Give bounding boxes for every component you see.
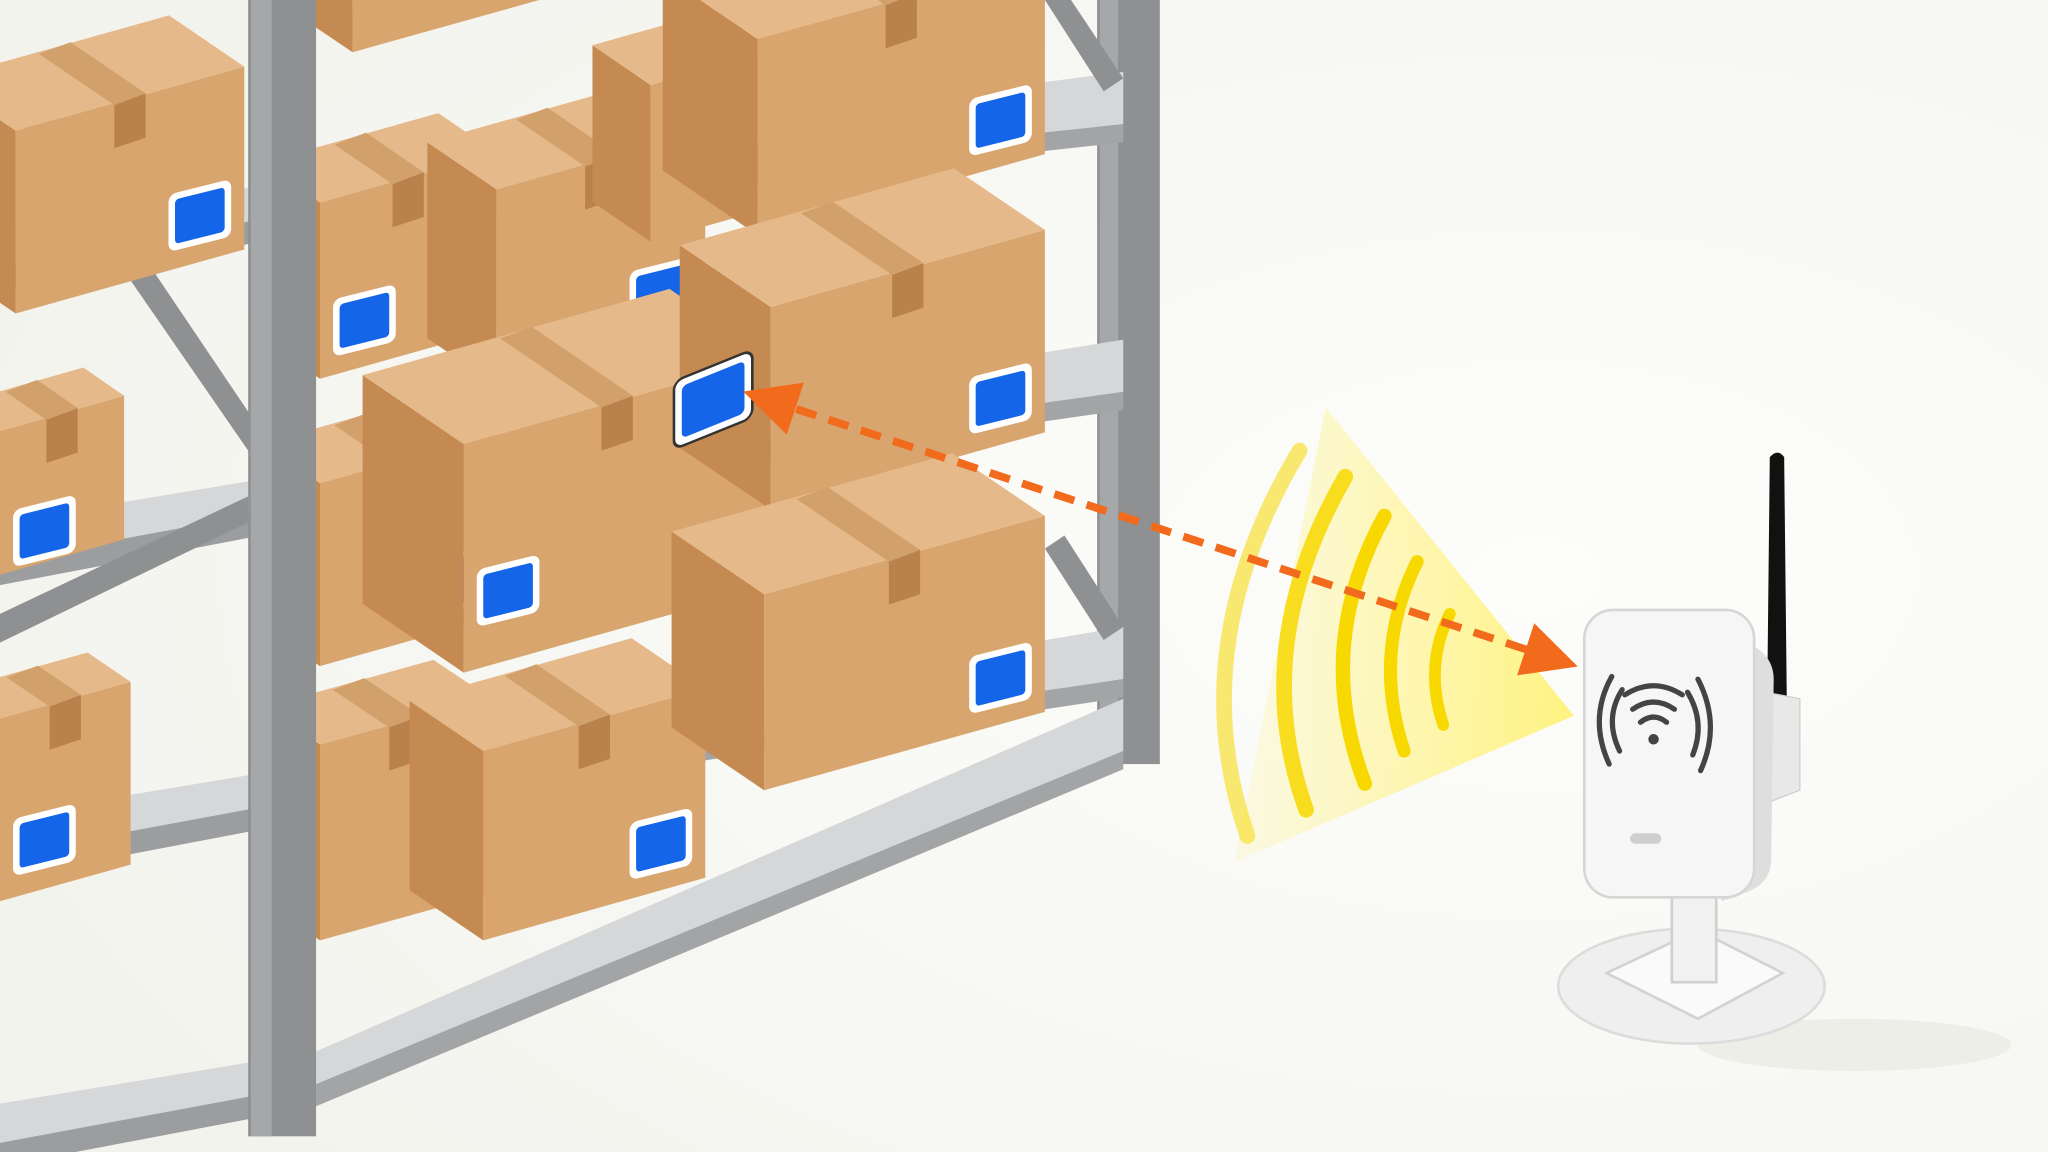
box-side (592, 45, 651, 242)
box-front (15, 66, 245, 314)
box-tape (500, 326, 633, 408)
rfid-tag (975, 92, 1026, 148)
rfid-tag (175, 187, 225, 244)
cardboard-box (0, 15, 245, 314)
rfid-tag (636, 816, 686, 872)
rfid-tag-icon (13, 496, 76, 566)
cardboard-box (409, 638, 706, 941)
box-tape-flap (49, 694, 81, 750)
rfid-reader (1556, 452, 1826, 1045)
shelf-brace (1044, 0, 1124, 92)
box-side (427, 142, 497, 386)
box-tape-flap (885, 0, 917, 49)
box-tape (334, 132, 424, 185)
shelf-brace (0, 496, 249, 643)
rfid-tag (19, 503, 70, 559)
box-side (662, 0, 758, 236)
box-tape (332, 678, 421, 728)
cardboard-box (0, 367, 125, 575)
cardboard-box (0, 652, 131, 902)
shelf-front-posts (248, 0, 317, 1137)
box-tape-flap (578, 714, 610, 770)
rfid-tag (19, 812, 70, 868)
box-tape (6, 665, 81, 707)
shelf-deck (0, 698, 1124, 1143)
reader-front (1583, 608, 1756, 899)
scan-arrow (743, 382, 1578, 676)
rfid-tag-icon (969, 85, 1032, 156)
box-front (757, 0, 1045, 236)
box-side (0, 119, 16, 314)
rfid-tag-icon (629, 808, 693, 879)
box-side (409, 700, 484, 941)
box-tape-flap (114, 93, 146, 149)
box-side (671, 531, 765, 791)
box-tape (801, 201, 924, 275)
scanned-rfid-tag-icon (672, 351, 754, 448)
box-tape (39, 42, 146, 106)
box-tape-flap (392, 172, 424, 228)
box-tape (877, 0, 900, 6)
box-tape-flap (601, 395, 633, 451)
rfid-tag (339, 292, 390, 348)
box-tape (504, 664, 610, 727)
box-tape (516, 107, 617, 167)
box-tape (5, 379, 78, 420)
rfid-tag (483, 563, 533, 619)
box-side (362, 375, 464, 673)
box-top (700, 0, 897, 40)
status-led (1630, 833, 1662, 844)
rfid-tag-icon (13, 805, 76, 875)
box-tape-flap (892, 263, 924, 319)
rfid-tag (681, 362, 745, 437)
rfid-tag-icon (476, 555, 540, 626)
shelf-post-highlight (250, 0, 272, 1137)
cardboard-box (662, 0, 1045, 236)
box-front (483, 688, 706, 941)
box-tape-flap (46, 408, 78, 464)
antenna-icon (1767, 452, 1787, 699)
rfid-tag-icon (333, 285, 396, 356)
wireless-signal-icon (1596, 673, 1713, 774)
box-front (352, 0, 540, 53)
shelf-beam (0, 1084, 317, 1152)
shelf-beam (316, 751, 1124, 1107)
box-top (0, 15, 245, 131)
rfid-tag-icon (168, 180, 232, 251)
reader-stand (1670, 886, 1718, 984)
